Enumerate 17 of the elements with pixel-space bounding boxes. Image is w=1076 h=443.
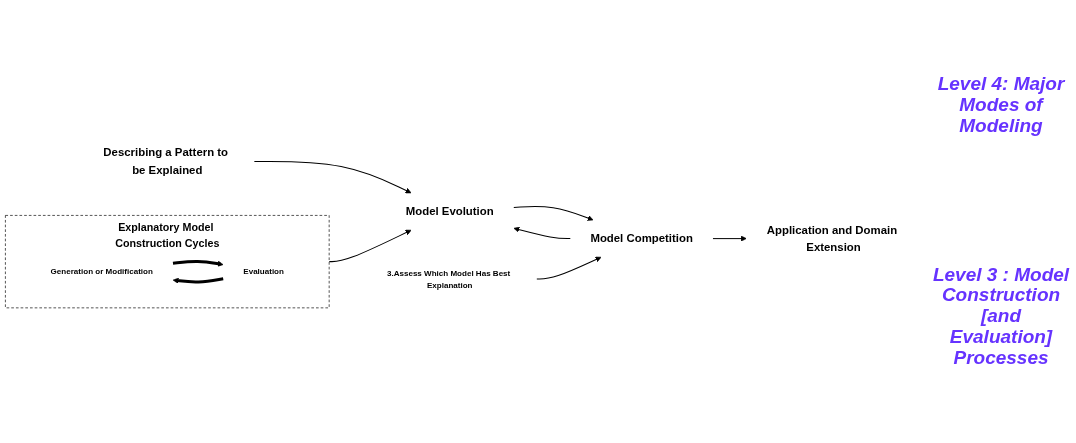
arrow xyxy=(712,236,747,242)
node-text: 3.Assess Which Model Has Best Explanation xyxy=(386,268,511,291)
arrow xyxy=(328,230,412,263)
arrow xyxy=(253,161,412,194)
level-label: Level 4: Major Modes of Modeling xyxy=(936,73,1066,137)
node-text: Describing a Pattern to be Explained xyxy=(103,146,229,177)
node-text: Model Competition xyxy=(590,232,693,246)
node-text: Evaluation xyxy=(243,267,284,277)
arrow xyxy=(513,206,594,222)
arrow xyxy=(513,227,571,240)
node-text: Generation or Modification xyxy=(50,267,153,277)
node-text: Application and Domain Extension xyxy=(766,223,898,254)
arrow xyxy=(172,260,224,268)
level-label: Level 3 : Model Construction [and Evaluation] Processes xyxy=(932,264,1070,370)
arrow xyxy=(172,277,224,285)
node-text: Model Evolution xyxy=(405,205,494,219)
arrow xyxy=(536,257,602,280)
